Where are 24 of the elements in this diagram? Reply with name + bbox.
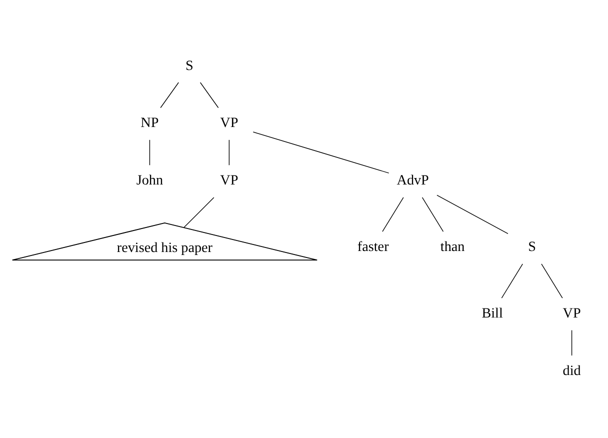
node-text: S [186, 58, 194, 74]
connector [571, 330, 572, 356]
connector [436, 194, 508, 234]
node-text: VP [562, 306, 581, 322]
node-text: NP [140, 115, 159, 132]
node-text: VP [220, 115, 238, 132]
node-text: did [562, 362, 581, 379]
connector [422, 197, 444, 232]
connector [501, 264, 523, 298]
connector [184, 197, 214, 228]
connector [252, 132, 390, 174]
connector [160, 82, 179, 108]
node-text: AdvP [396, 172, 429, 189]
node-text: than [440, 239, 465, 256]
node-text: VP [220, 172, 238, 189]
connector [200, 82, 219, 108]
connector [541, 264, 563, 298]
node-text: faster [357, 239, 389, 256]
connector [228, 140, 230, 166]
node-text: John [136, 172, 164, 189]
connector [382, 197, 404, 232]
node-text: Bill [482, 306, 503, 322]
connector [149, 140, 150, 166]
node-text: S [528, 239, 536, 256]
